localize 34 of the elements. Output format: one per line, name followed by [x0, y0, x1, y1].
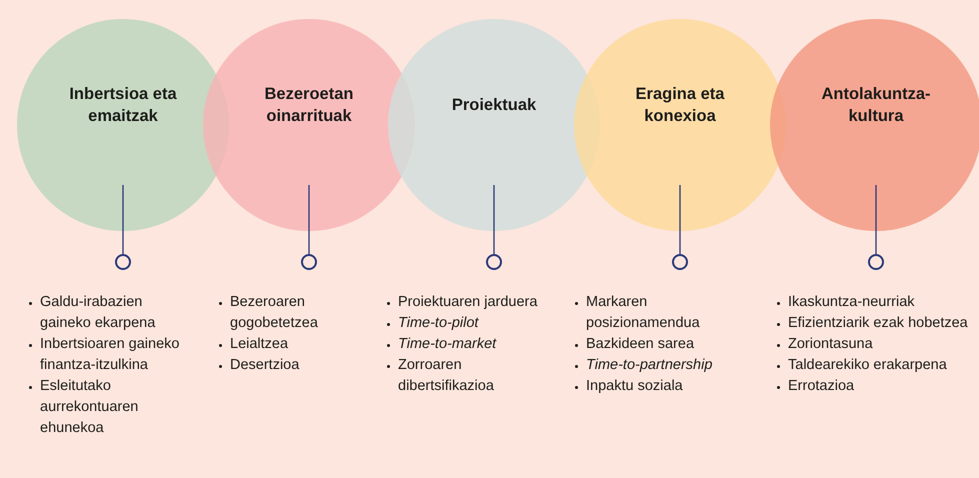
list-item: Bezeroaren gogobetetzea [218, 292, 383, 334]
list-item: Esleitutako aurrekontuaren ehunekoa [28, 376, 193, 439]
list-item: Taldearekiko erakarpena [776, 355, 976, 376]
leader-line [308, 185, 310, 254]
leader-line [122, 185, 124, 254]
category-title: Antolakuntza-kultura [820, 84, 932, 127]
list-item: Markaren posizionamendua [574, 292, 739, 334]
ring-marker [868, 254, 884, 270]
leader-line [493, 185, 495, 254]
list-item: Ikaskuntza-neurriak [776, 292, 976, 313]
list-item: Zorroaren dibertsifikazioa [386, 355, 551, 397]
list-item: Inpaktu soziala [574, 376, 739, 397]
list-item: Time-to-pilot [386, 313, 551, 334]
category-title: Inbertsioa eta emaitzak [68, 84, 178, 127]
ring-marker [486, 254, 502, 270]
list-item: Efizientziarik ezak hobetzea [776, 313, 976, 334]
ring-marker [672, 254, 688, 270]
list-item: Galdu-irabazien gaineko ekarpena [28, 292, 193, 334]
leader-line [875, 185, 877, 254]
list-item: Leialtzea [218, 334, 383, 355]
category-title: Bezeroetan oinarrituak [264, 84, 354, 127]
list-item: Errotazioa [776, 376, 976, 397]
ring-marker [301, 254, 317, 270]
leader-line [679, 185, 681, 254]
list-item: Bazkideen sarea [574, 334, 739, 355]
category-title: Eragina eta konexioa [634, 84, 726, 127]
ring-marker [115, 254, 131, 270]
list-item: Time-to-market [386, 334, 551, 355]
list-item: Time-to-partnership [574, 355, 739, 376]
list-item: Proiektuaren jarduera [386, 292, 551, 313]
list-item: Zoriontasuna [776, 334, 976, 355]
list-item: Desertzioa [218, 355, 383, 376]
list-item: Inbertsioaren gaineko finantza-itzulkina [28, 334, 193, 376]
category-title: Proiektuak [452, 95, 536, 116]
